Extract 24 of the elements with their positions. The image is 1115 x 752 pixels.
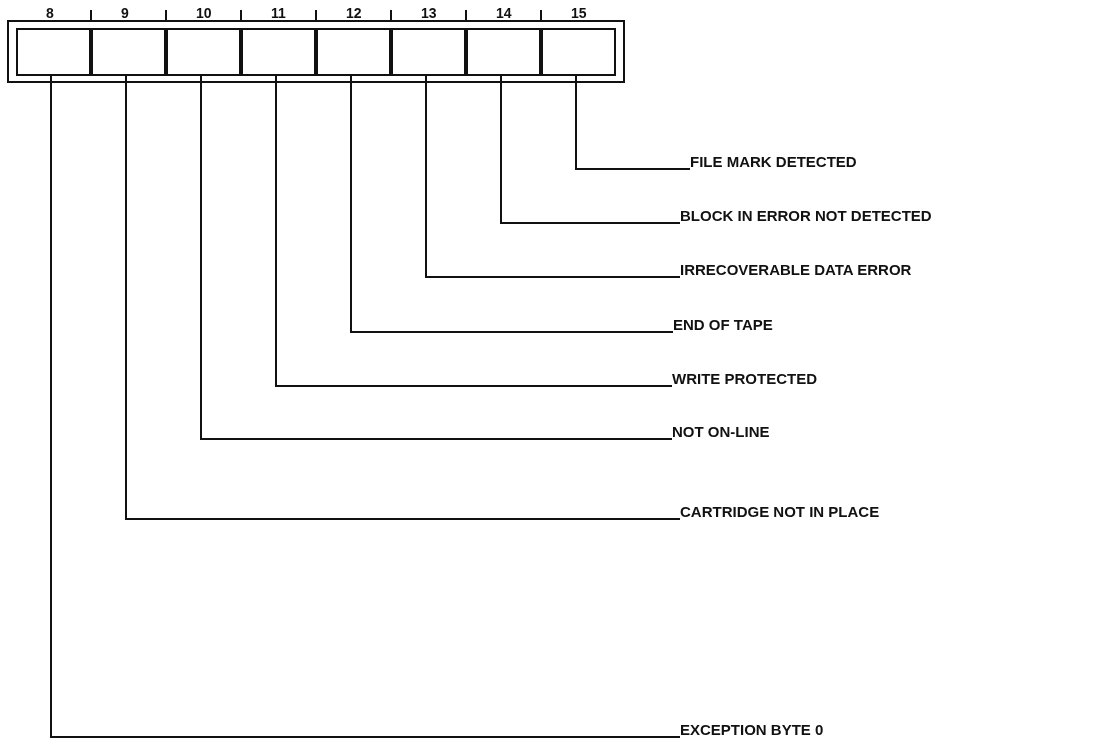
- bit-number: 13: [421, 5, 437, 21]
- status-label: WRITE PROTECTED: [672, 370, 817, 388]
- bit-number: 11: [271, 5, 286, 21]
- status-label: FILE MARK DETECTED: [690, 153, 857, 171]
- leader-line: [200, 75, 673, 440]
- status-label: EXCEPTION BYTE 0: [680, 721, 824, 739]
- status-label: END OF TAPE: [673, 316, 773, 334]
- bit-number: 15: [571, 5, 587, 21]
- status-label: NOT ON-LINE: [672, 423, 770, 441]
- bit-number: 14: [496, 5, 512, 21]
- bit-number: 8: [46, 5, 54, 21]
- leader-line: [425, 75, 681, 278]
- leader-line: [125, 75, 681, 520]
- leader-line: [350, 75, 674, 333]
- bit-number: 10: [196, 5, 212, 21]
- status-label: IRRECOVERABLE DATA ERROR: [680, 261, 912, 279]
- status-label: BLOCK IN ERROR NOT DETECTED: [680, 207, 932, 225]
- leader-line: [500, 75, 681, 224]
- leader-line: [50, 75, 681, 738]
- bit-number: 12: [346, 5, 362, 21]
- bit-number: 9: [121, 5, 129, 21]
- status-label: CARTRIDGE NOT IN PLACE: [680, 503, 880, 521]
- leader-line: [275, 75, 673, 387]
- leader-line: [575, 75, 691, 170]
